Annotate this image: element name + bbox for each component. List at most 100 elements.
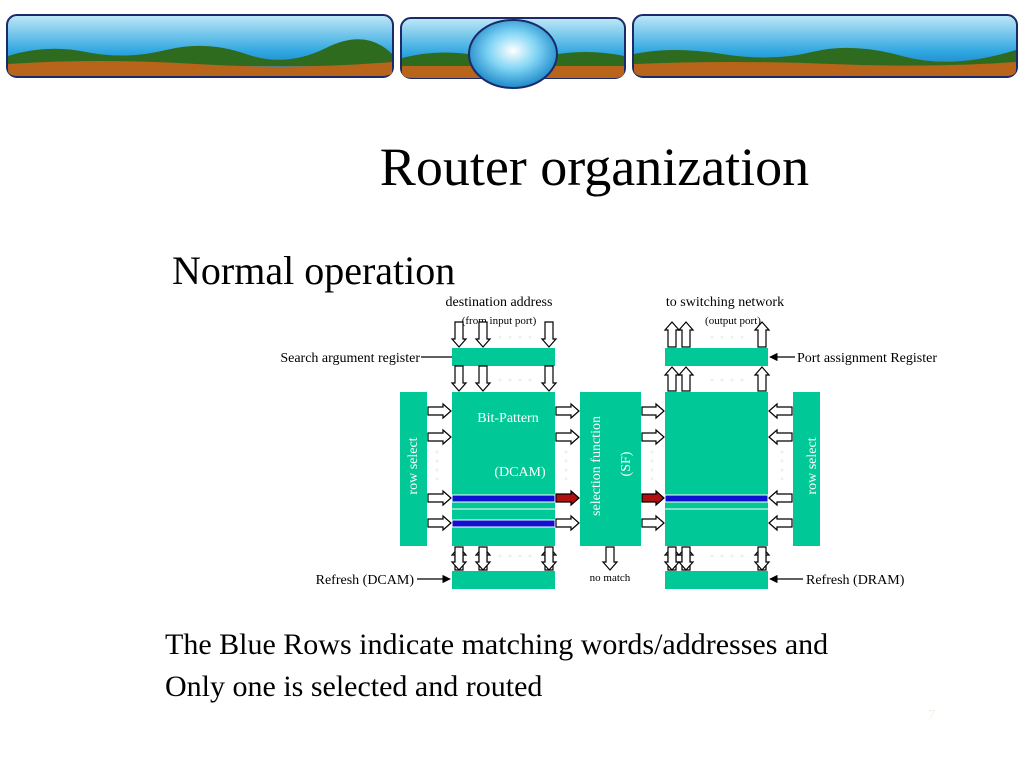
dram-to-register-arrow-3 (753, 366, 771, 392)
slide-title: Router organization (379, 137, 810, 197)
dram-to-register-ellipsis (730, 378, 734, 382)
destination-address-label: destination address (446, 295, 553, 310)
row-select-right-label: row select (805, 437, 820, 494)
search-to-dcam-ellipsis (528, 378, 532, 382)
row-select-left-ellipsis (435, 477, 439, 481)
sf-to-dram-arrow-2 (641, 428, 665, 446)
dcam-to-sf-ellipsis (564, 477, 568, 481)
banner-left (6, 14, 394, 78)
selection-function-block (580, 392, 641, 546)
caption: The Blue Rows indicate matching words/ad… (165, 624, 828, 708)
banner-right (632, 14, 1018, 78)
search-to-dcam-arrow-1 (450, 365, 468, 392)
input-bus-ellipsis (528, 335, 532, 339)
sf-label: (SF) (619, 451, 634, 476)
input-bus-ellipsis (498, 335, 502, 339)
port-assignment-register-label: Port assignment Register (797, 351, 937, 366)
dcam-to-sf-arrow-2 (555, 428, 580, 446)
to-switching-network-label: to switching network (666, 295, 784, 310)
output-bus-ellipsis (740, 335, 744, 339)
sf-to-dram-arrow-1 (641, 402, 665, 420)
no-match-arrow (601, 546, 619, 571)
row-select-left-ellipsis (435, 459, 439, 463)
dram-to-register-ellipsis (740, 378, 744, 382)
dcam-to-sf-arrow-3 (555, 489, 580, 507)
dcam-to-sf-ellipsis (564, 459, 568, 463)
input-bus-arrow-3 (540, 321, 558, 348)
dcam-refresh-down-1 (450, 546, 468, 571)
row-select-right-arrow-2 (768, 428, 793, 446)
row-select-left-label: row select (406, 437, 421, 494)
dcam-refresh-down-2 (474, 546, 492, 571)
row-select-right-ellipsis (780, 477, 784, 481)
row-select-right-block (793, 392, 820, 546)
refresh-dcam-block (452, 571, 555, 589)
dram-refresh-down-3 (753, 546, 771, 571)
sf-to-dram-ellipsis (650, 468, 654, 472)
bit-pattern-label: Bit-Pattern (477, 411, 538, 426)
dcam-to-sf-arrow-1 (555, 402, 580, 420)
row-select-right-ellipsis (780, 459, 784, 463)
row-select-left-arrow-2 (427, 428, 452, 446)
dram-refresh-down-1 (663, 546, 681, 571)
port-assignment-register-block (665, 348, 768, 366)
dram-refresh-ellipsis (740, 554, 744, 558)
dram-refresh-ellipsis (730, 554, 734, 558)
output-bus-arrow-2 (677, 321, 695, 348)
match-row-2 (451, 519, 556, 528)
refresh-dcam-label: Refresh (DCAM) (316, 573, 415, 588)
dcam-label: (DCAM) (494, 465, 546, 480)
from-input-port-label: (from input port) (462, 315, 537, 327)
dcam-refresh-ellipsis (528, 554, 532, 558)
dram-to-register-arrow-1 (663, 366, 681, 392)
dcam-refresh-down-3 (540, 546, 558, 571)
sf-to-dram-ellipsis (650, 450, 654, 454)
row-select-left-block (400, 392, 427, 546)
output-bus-arrow-3 (753, 321, 771, 348)
input-bus-ellipsis (508, 335, 512, 339)
selection-function-label: selection function (589, 416, 604, 516)
dcam-to-sf-arrow-4 (555, 514, 580, 532)
output-bus-ellipsis (730, 335, 734, 339)
row-select-right-arrow-3 (768, 489, 793, 507)
row-select-left-arrow-3 (427, 489, 452, 507)
no-match-label: no match (590, 572, 631, 584)
dram-refresh-ellipsis (720, 554, 724, 558)
search-to-dcam-arrow-3 (540, 365, 558, 392)
dcam-to-sf-ellipsis (564, 450, 568, 454)
dcam-refresh-ellipsis (518, 554, 522, 558)
output-port-label: (output port) (705, 315, 761, 327)
input-bus-arrow-1 (450, 321, 468, 348)
input-bus-arrow-2 (474, 321, 492, 348)
caption-line-1: The Blue Rows indicate matching words/ad… (165, 628, 829, 661)
search-argument-register-label: Search argument register (280, 351, 420, 366)
search-to-dcam-arrow-2 (474, 365, 492, 392)
output-bus-ellipsis (710, 335, 714, 339)
sf-to-dram-ellipsis (650, 477, 654, 481)
row-select-right-ellipsis (780, 468, 784, 472)
bus-arrows (427, 321, 793, 571)
row-select-right-arrow-4 (768, 514, 793, 532)
dcam-to-sf-ellipsis (564, 468, 568, 472)
row-select-left-ellipsis (435, 450, 439, 454)
row-select-right-arrow-1 (768, 402, 793, 420)
caption-line-2: Only one is selected and routed (165, 670, 543, 703)
match-row-1 (451, 494, 556, 503)
row-select-left-ellipsis (435, 468, 439, 472)
search-to-dcam-ellipsis (498, 378, 502, 382)
dram-to-register-ellipsis (710, 378, 714, 382)
match-row-dram (664, 494, 769, 503)
output-bus-arrow-1 (663, 321, 681, 348)
input-bus-ellipsis (518, 335, 522, 339)
search-argument-register-block (452, 348, 555, 366)
row-select-left-arrow-1 (427, 402, 452, 420)
dram-to-register-arrow-2 (677, 366, 695, 392)
dcam-refresh-ellipsis (508, 554, 512, 558)
banner-center (400, 17, 626, 89)
row-select-right-ellipsis (780, 450, 784, 454)
output-bus-ellipsis (720, 335, 724, 339)
slide-subtitle: Normal operation (172, 248, 456, 293)
sf-to-dram-arrow-3 (641, 489, 665, 507)
search-to-dcam-ellipsis (518, 378, 522, 382)
